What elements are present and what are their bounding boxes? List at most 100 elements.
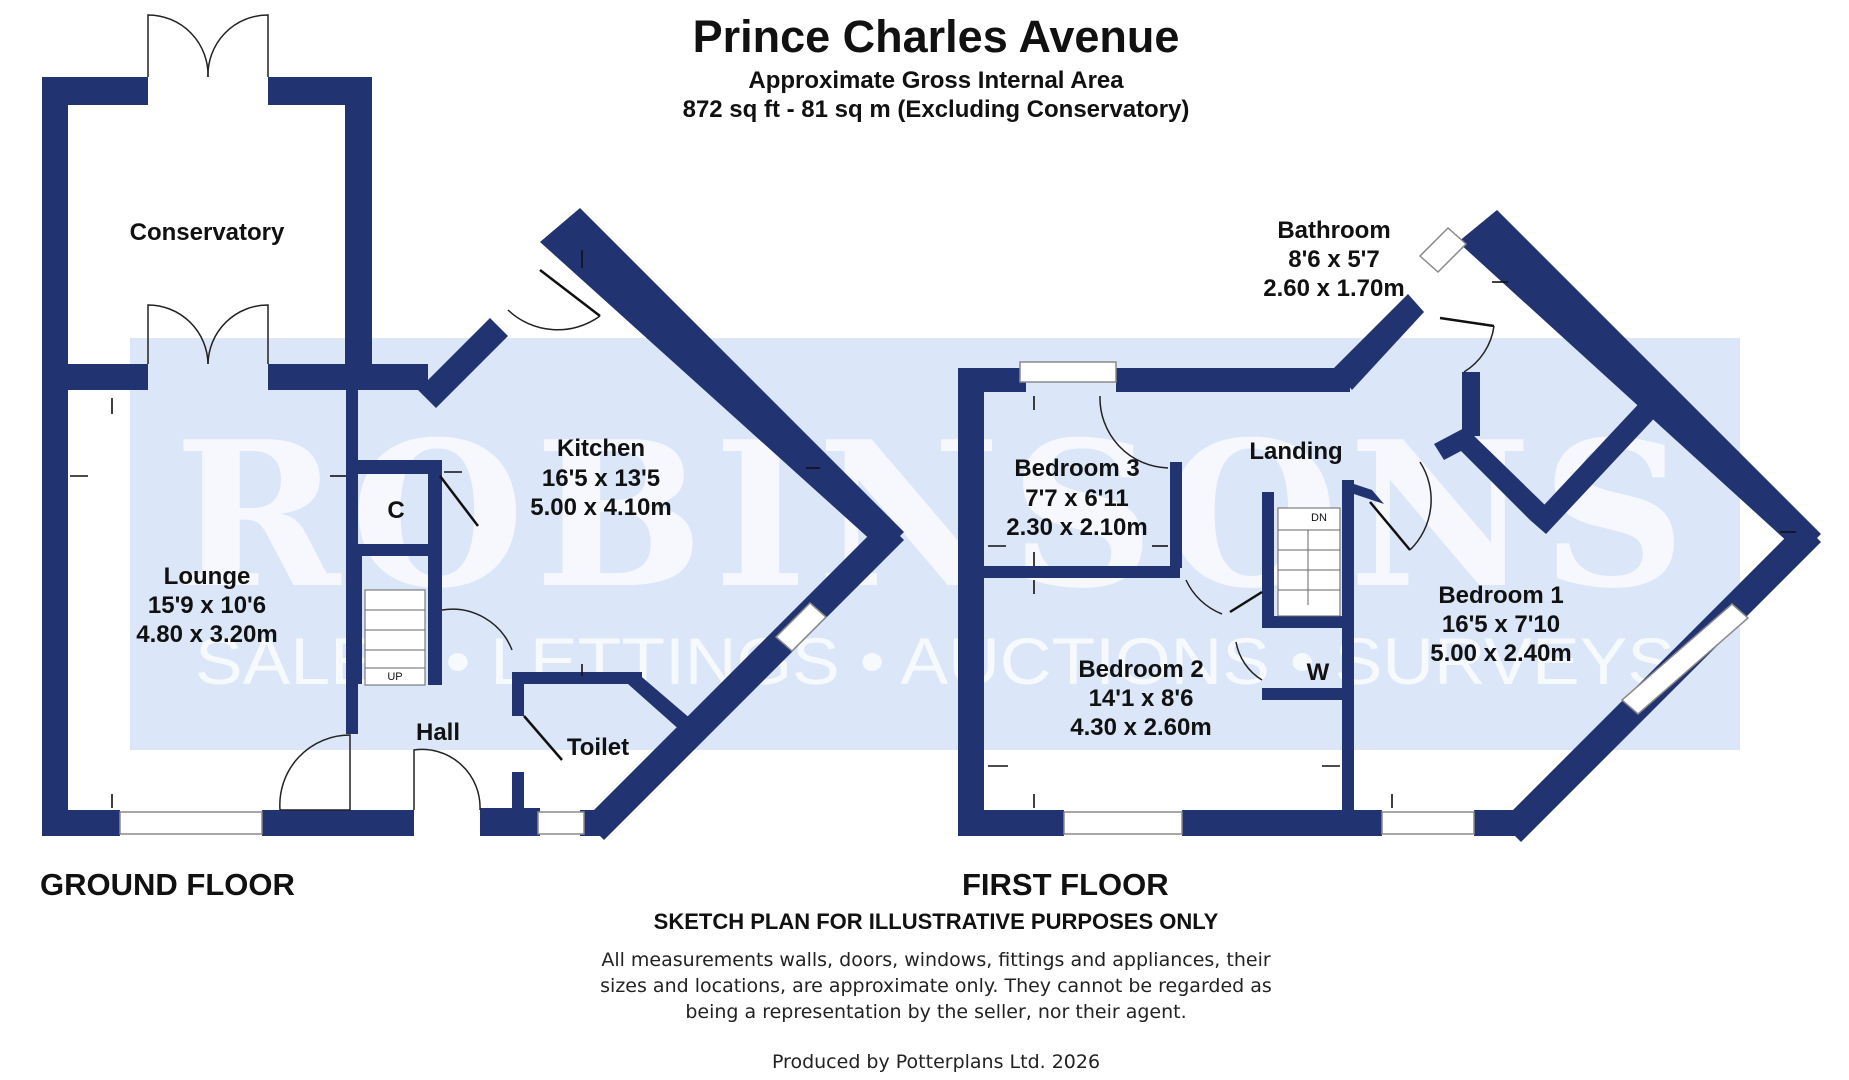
window [1620,603,1750,715]
wall [584,520,904,840]
wall [358,460,442,474]
area-value: 872 sq ft - 81 sq m (Excluding Conservat… [683,96,1190,123]
room-name-kitchen: Kitchen [557,435,645,462]
room-name-lounge: Lounge [164,563,251,590]
disclaimer-line-2: sizes and locations, are approximate onl… [600,975,1272,997]
french-door [207,304,269,365]
room-dim-bedroom1-metric: 5.00 x 2.40m [1430,640,1571,667]
door-leaf [539,269,601,317]
door-swing [507,309,601,331]
wall [1342,480,1354,700]
wall [958,368,984,836]
door-swing [1235,641,1263,681]
dimension-arrows [70,250,1796,808]
wall [1262,492,1274,628]
room-name-wardrobe: W [1307,659,1330,686]
wall [1170,462,1182,568]
stairs [364,589,426,686]
room-dim-bedroom3-imperial: 7'7 x 6'11 [1025,485,1129,512]
wall [42,810,120,836]
wall [358,544,438,556]
room-name-toilet: Toilet [567,734,629,761]
room-name-hall: Hall [416,719,460,746]
window [1418,226,1468,274]
wall [1116,368,1350,392]
window [119,811,263,835]
door-leaf [1439,316,1495,328]
room-dim-bedroom3-metric: 2.30 x 2.10m [1006,514,1147,541]
room-name-conservatory: Conservatory [130,219,285,246]
window [774,601,828,653]
floor-label-first: FIRST FLOOR [962,867,1169,902]
wall [1334,294,1424,390]
french-door [147,14,209,78]
french-door [207,14,269,78]
room-dim-bedroom2-metric: 4.30 x 2.60m [1070,714,1211,741]
wall [512,672,524,716]
door-swing [1099,395,1169,469]
room-dim-lounge-metric: 4.80 x 3.20m [136,621,277,648]
wall [1462,372,1480,436]
wall [42,364,68,834]
page-title: Prince Charles Avenue [693,11,1180,62]
area-heading: Approximate Gross Internal Area [748,67,1124,94]
door-swing [441,608,513,651]
door-swing [1185,579,1223,615]
wall [984,566,1180,578]
room-name-bedroom3: Bedroom 3 [1014,455,1139,482]
room-dim-bathroom-metric: 2.60 x 1.70m [1263,275,1404,302]
stairs [1277,507,1341,617]
wall [1262,616,1342,628]
wall [540,208,904,552]
watermark-brand: ROBINSONS [174,398,1696,633]
wall [428,460,442,685]
door-leaf [1229,590,1263,614]
room-name-bedroom2: Bedroom 2 [1078,656,1203,683]
wall [958,810,1064,836]
wall [1530,396,1662,534]
stairs-label-up: UP [387,671,402,683]
window [537,811,585,835]
stairs-label-dn: DN [1311,512,1327,524]
wall [345,77,372,390]
wall [42,77,68,390]
door-leaf [1369,501,1411,551]
wall [480,808,540,836]
producer-credit: Produced by Potterplans Ltd. 2026 [772,1051,1100,1073]
room-name-bedroom1: Bedroom 1 [1438,582,1563,609]
door-leaf [523,715,563,761]
window [1063,811,1183,835]
wall [418,318,508,408]
room-name-bathroom: Bathroom [1277,217,1390,244]
wall [1342,480,1384,504]
french-door [147,304,209,365]
door-swing [1409,461,1432,551]
disclaimer-line-1: All measurements walls, doors, windows, … [601,949,1271,971]
room-dim-kitchen-imperial: 16'5 x 13'5 [542,465,660,492]
wall [1434,426,1478,460]
ground-floor-openings [119,14,828,835]
floor-label-ground: GROUND FLOOR [40,867,295,902]
room-dim-bedroom2-imperial: 14'1 x 8'6 [1089,685,1194,712]
wall [262,810,414,836]
room-dim-bedroom1-imperial: 16'5 x 7'10 [1442,611,1560,638]
door-swing [279,734,351,811]
wall [1262,688,1354,700]
room-name-landing: Landing [1249,438,1342,465]
wall [1342,690,1354,836]
first-floor-walls [958,210,1821,842]
window [1381,811,1475,835]
room-dim-lounge-imperial: 15'9 x 10'6 [148,592,266,619]
disclaimer-line-3: being a representation by the seller, no… [685,1001,1186,1023]
wall [1458,432,1546,520]
door-swing [1463,325,1495,373]
first-floor-openings [1019,226,1750,835]
room-dim-kitchen-metric: 5.00 x 4.10m [530,494,671,521]
wall [512,672,642,684]
room-name-cupboard: C [387,497,404,524]
ground-floor-walls [42,77,904,840]
wall [1458,210,1821,554]
door-leaf [439,475,479,527]
window [1019,361,1117,383]
